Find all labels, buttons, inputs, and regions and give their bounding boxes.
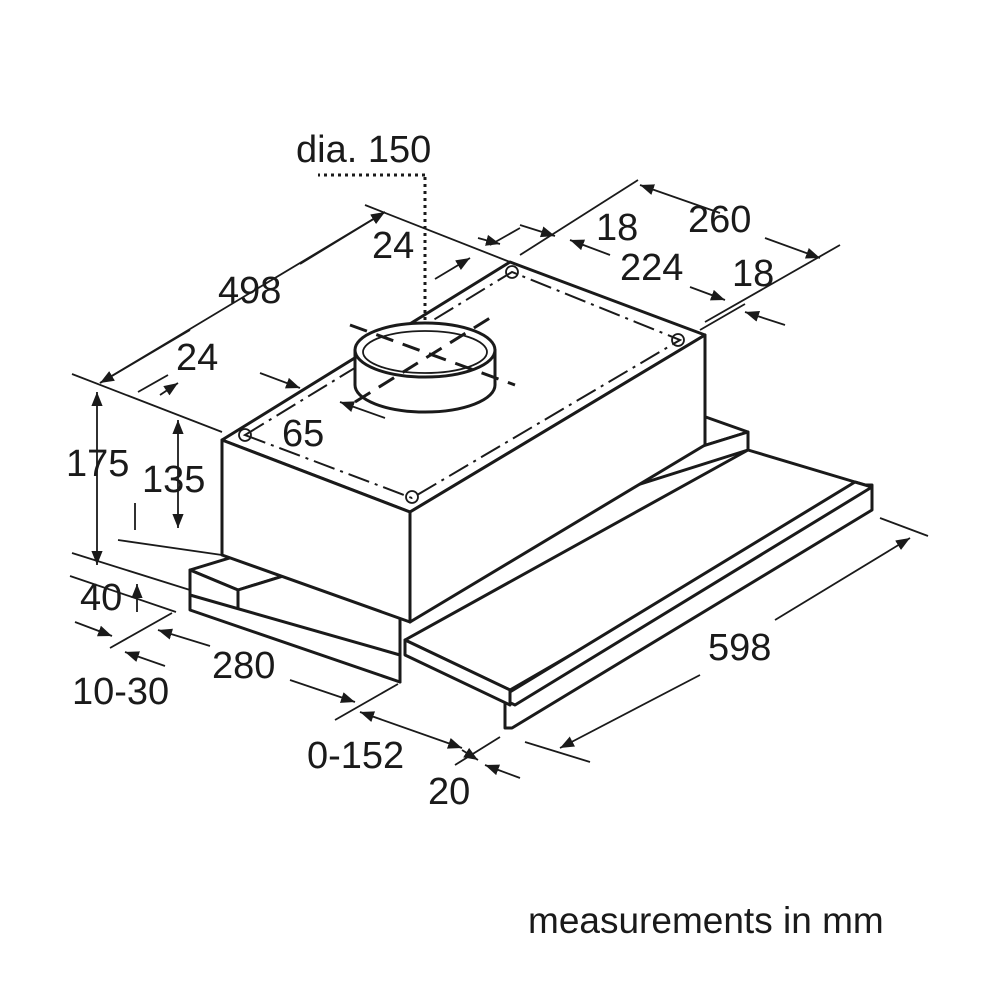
label-height-base: 40 — [80, 577, 122, 619]
label-width-inner: 224 — [620, 247, 683, 289]
label-extension: 0-152 — [307, 735, 404, 777]
duct-collar — [353, 321, 497, 414]
label-duct-diameter: dia. 150 — [296, 129, 431, 171]
label-front-gap: 10-30 — [72, 671, 169, 713]
label-edge-right-top: 18 — [596, 207, 638, 249]
label-height-total: 175 — [66, 443, 129, 485]
visor-panel — [403, 638, 512, 707]
mounting-holes — [238, 265, 685, 504]
cooker-hood — [188, 260, 874, 730]
label-total-width: 598 — [708, 627, 771, 669]
label-offset-top: 24 — [372, 225, 414, 267]
mounting-line — [242, 270, 683, 500]
housing-side — [408, 333, 707, 624]
units-caption: measurements in mm — [528, 900, 884, 941]
dimension-labels: dia. 150 260 18 224 18 24 498 24 65 175 … — [66, 129, 774, 813]
label-duct-offset: 65 — [282, 413, 324, 455]
label-width-outer: 260 — [688, 199, 751, 241]
base-plate-lower-front — [188, 593, 402, 684]
label-depth: 498 — [218, 270, 281, 312]
label-front-panel: 20 — [428, 771, 470, 813]
label-base-depth: 280 — [212, 645, 275, 687]
center-axes — [318, 173, 516, 404]
label-edge-right-bottom: 18 — [732, 253, 774, 295]
label-height-body: 135 — [142, 459, 205, 501]
dimension-lines — [69, 179, 929, 779]
label-offset-left: 24 — [176, 337, 218, 379]
